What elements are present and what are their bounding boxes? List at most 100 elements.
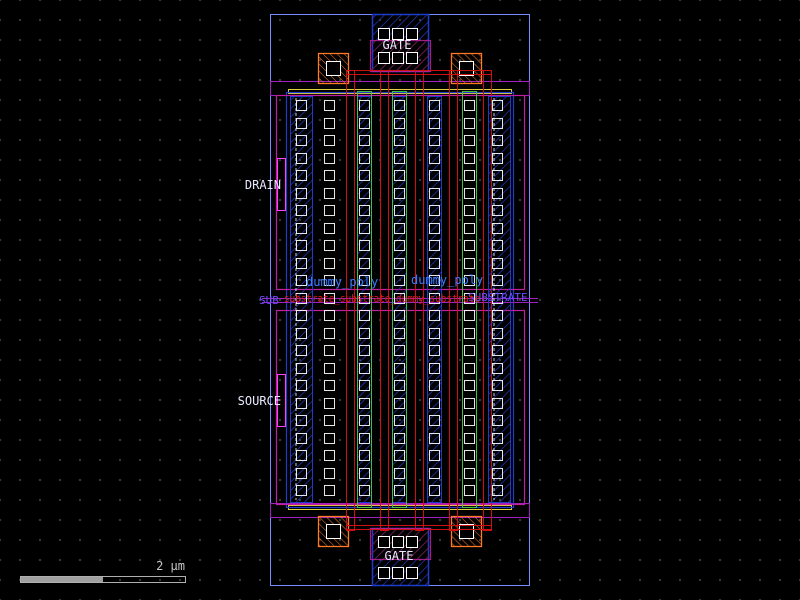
- dummy-poly-label-left: dummy_poly: [306, 275, 378, 289]
- contact: [464, 170, 475, 181]
- contact: [296, 433, 307, 444]
- contact: [429, 485, 440, 496]
- contact: [296, 310, 307, 321]
- contact: [359, 135, 370, 146]
- contact: [324, 293, 335, 304]
- contact: [324, 100, 335, 111]
- gate-contact-3: [406, 28, 418, 40]
- contact: [464, 205, 475, 216]
- contact: [296, 468, 307, 479]
- contact: [394, 258, 405, 269]
- contact: [394, 100, 405, 111]
- contact: [464, 153, 475, 164]
- contact: [492, 205, 503, 216]
- contact: [296, 240, 307, 251]
- contact: [359, 188, 370, 199]
- poly-connect-top: [346, 70, 492, 75]
- contact: [296, 135, 307, 146]
- contact: [359, 380, 370, 391]
- gate-label-top: GATE: [383, 38, 412, 52]
- contact: [492, 258, 503, 269]
- contact: [324, 258, 335, 269]
- contact: [296, 485, 307, 496]
- contact: [394, 468, 405, 479]
- contact: [492, 415, 503, 426]
- contact: [296, 293, 307, 304]
- gate-contacts: [378, 28, 418, 579]
- contact: [324, 135, 335, 146]
- contact: [359, 485, 370, 496]
- contact: [429, 398, 440, 409]
- contact: [359, 345, 370, 356]
- contact: [464, 450, 475, 461]
- contact: [324, 450, 335, 461]
- contact: [394, 450, 405, 461]
- contact: [429, 293, 440, 304]
- contact: [464, 345, 475, 356]
- contact: [464, 398, 475, 409]
- contact: [394, 310, 405, 321]
- contact-column-1: [296, 100, 307, 496]
- via-contact-2: [459, 61, 474, 76]
- dummy-poly-3: [462, 91, 477, 508]
- contact: [296, 205, 307, 216]
- contact: [492, 240, 503, 251]
- gate-contact-9: [406, 536, 418, 548]
- contact: [464, 135, 475, 146]
- contact: [464, 223, 475, 234]
- contact: [324, 433, 335, 444]
- contact: [359, 433, 370, 444]
- contact: [296, 170, 307, 181]
- contact: [464, 433, 475, 444]
- contact: [359, 363, 370, 374]
- poly-connect-bottom: [346, 525, 492, 530]
- dummy-poly-1: [357, 91, 372, 508]
- contact: [429, 240, 440, 251]
- contact: [359, 153, 370, 164]
- gate-contact-2: [392, 28, 404, 40]
- contact: [464, 380, 475, 391]
- contact: [464, 100, 475, 111]
- drain-label: DRAIN: [245, 178, 281, 192]
- contact: [359, 310, 370, 321]
- contact: [359, 275, 370, 286]
- contact: [359, 100, 370, 111]
- contact: [359, 240, 370, 251]
- diff-column-4: [427, 96, 442, 503]
- contact: [394, 363, 405, 374]
- contact: [429, 415, 440, 426]
- contact: [394, 433, 405, 444]
- contact: [324, 363, 335, 374]
- contact: [296, 100, 307, 111]
- contact-column-3: [359, 100, 370, 496]
- contact: [429, 433, 440, 444]
- contact: [296, 258, 307, 269]
- contact: [464, 415, 475, 426]
- contact: [429, 468, 440, 479]
- contact: [492, 153, 503, 164]
- contact: [296, 275, 307, 286]
- contact: [464, 310, 475, 321]
- contact: [359, 468, 370, 479]
- contact: [394, 188, 405, 199]
- contact: [429, 328, 440, 339]
- contact: [359, 223, 370, 234]
- contact: [296, 415, 307, 426]
- dummy-poly-label-right: dummy_poly: [411, 273, 483, 287]
- contact: [429, 170, 440, 181]
- contact: [429, 205, 440, 216]
- scale-bar-frame: [20, 576, 186, 583]
- contact: [492, 293, 503, 304]
- contact: [492, 223, 503, 234]
- contact-column-2: [324, 100, 335, 496]
- gate-contact-12: [406, 567, 418, 579]
- contact: [296, 398, 307, 409]
- substrate-label-left: SUB: [259, 294, 279, 307]
- contact: [296, 223, 307, 234]
- substrate-label-right: SUBSTRATE: [468, 291, 528, 304]
- source-pin-marker: [277, 374, 286, 427]
- gate-contact-7: [378, 536, 390, 548]
- contact: [324, 398, 335, 409]
- contact: [429, 258, 440, 269]
- contact: [394, 170, 405, 181]
